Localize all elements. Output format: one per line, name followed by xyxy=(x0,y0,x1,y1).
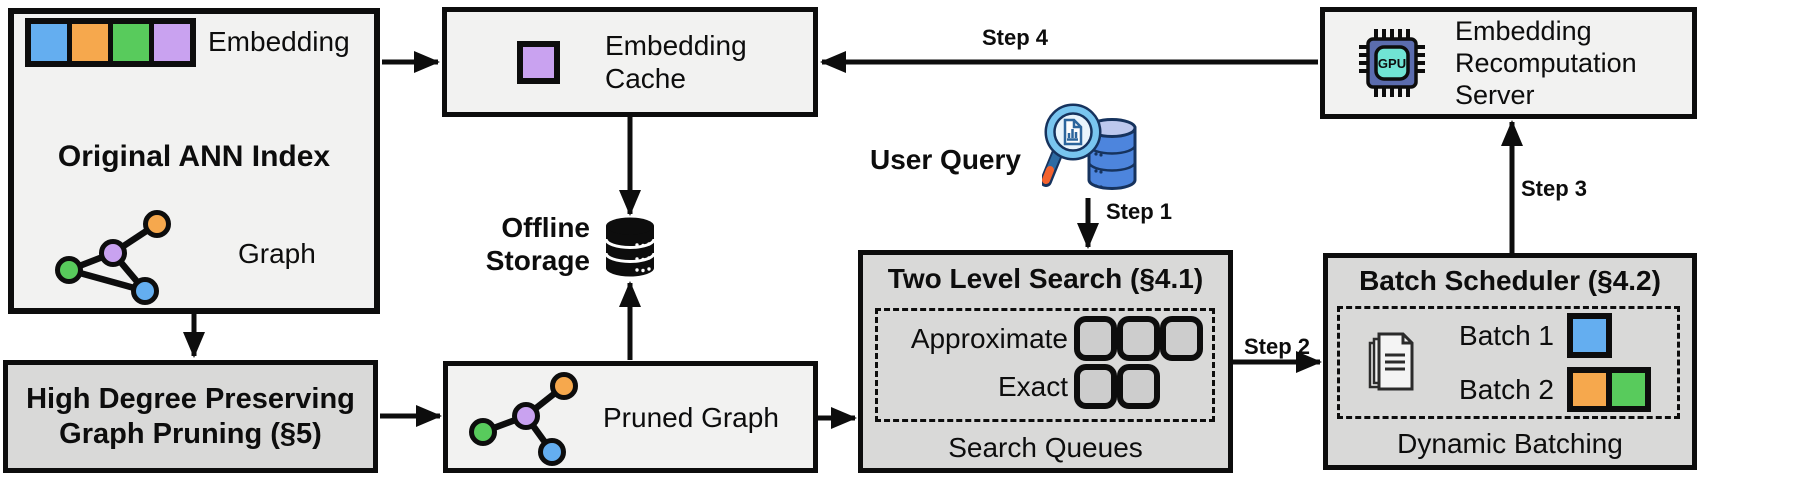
color-cell xyxy=(1606,367,1651,412)
graph-node-blue xyxy=(131,277,159,305)
batch1-squares xyxy=(1567,313,1612,358)
exact-queue-slots xyxy=(1074,364,1160,409)
batch2-squares xyxy=(1567,367,1651,412)
pruned-graph-box: Pruned Graph xyxy=(443,361,818,473)
graph-node-blue xyxy=(538,438,566,466)
graph-node-green xyxy=(469,418,497,446)
graph-node-purple xyxy=(99,239,127,267)
offline-storage-database-icon xyxy=(604,217,656,277)
graph-icon xyxy=(55,210,171,305)
color-cell xyxy=(113,24,149,61)
color-cell xyxy=(31,24,67,61)
queue-slot xyxy=(1074,364,1117,409)
search-queues-panel: Approximate Exact xyxy=(875,308,1215,422)
graph-node-green xyxy=(55,256,83,284)
batch2-row: Batch 2 xyxy=(1448,367,1651,412)
batch1-row: Batch 1 xyxy=(1448,313,1612,358)
dynamic-batching-panel: Batch 1 Batch 2 xyxy=(1337,306,1680,419)
queue-slot xyxy=(1117,364,1160,409)
graph-node-orange xyxy=(143,210,171,238)
original-ann-index-title: Original ANN Index xyxy=(57,140,331,173)
color-cell xyxy=(154,24,190,61)
cached-embedding-square xyxy=(517,40,560,84)
dynamic-batching-caption: Dynamic Batching xyxy=(1397,428,1623,459)
original-ann-index-box: Embedding Original ANN Index Graph xyxy=(8,8,380,314)
embedding-label: Embedding xyxy=(208,26,350,57)
gpu-chip-label: GPU xyxy=(1378,56,1406,71)
exact-row: Exact xyxy=(882,364,1212,409)
queue-slot xyxy=(1160,316,1203,361)
graph-node-purple xyxy=(512,402,540,430)
embedding-cache-box: Embedding Cache xyxy=(442,7,818,117)
gpu-chip-core xyxy=(1374,45,1410,81)
step3-label: Step 3 xyxy=(1521,176,1588,201)
two-level-search-box: Two Level Search (§4.1) Approximate Exac… xyxy=(858,250,1233,473)
approximate-label: Approximate xyxy=(910,322,1068,354)
recomputation-server-box: GPU Embedding Recomputation Server xyxy=(1320,7,1697,119)
batch2-label: Batch 2 xyxy=(1459,373,1554,405)
pruned-graph-label: Pruned Graph xyxy=(603,402,779,433)
step1-label: Step 1 xyxy=(1106,199,1173,224)
step2-label: Step 2 xyxy=(1243,334,1311,359)
embedding-strip xyxy=(25,18,196,67)
exact-label: Exact xyxy=(997,370,1068,402)
graph-label: Graph xyxy=(238,238,316,269)
queue-slot xyxy=(1074,316,1117,361)
approximate-row: Approximate xyxy=(882,316,1212,361)
color-cell xyxy=(1567,313,1612,358)
batch-scheduler-box: Batch Scheduler (§4.2) Batch 1 Batch 2 xyxy=(1323,253,1697,470)
approximate-queue-slots xyxy=(1074,316,1203,361)
documents-icon xyxy=(1368,332,1414,391)
graph-node-orange xyxy=(550,372,578,400)
batch1-label: Batch 1 xyxy=(1459,319,1554,351)
two-level-search-title: Two Level Search (§4.1) xyxy=(887,263,1204,294)
embedding-cache-label: Embedding Cache xyxy=(605,30,747,94)
offline-storage-label: Offline Storage xyxy=(485,212,590,276)
batch-scheduler-title: Batch Scheduler (§4.2) xyxy=(1359,265,1661,296)
user-query-label: User Query xyxy=(870,144,1021,175)
recomputation-server-label: Embedding Recomputation Server xyxy=(1455,16,1637,110)
search-queues-caption: Search Queues xyxy=(948,432,1143,463)
color-cell xyxy=(72,24,108,61)
graph-pruning-title: High Degree Preserving Graph Pruning (§5… xyxy=(26,382,355,450)
step4-label: Step 4 xyxy=(981,25,1049,50)
user-query-icon xyxy=(1042,103,1137,190)
pruned-graph-icon xyxy=(469,372,578,466)
gpu-chip-icon: GPU xyxy=(1359,29,1425,97)
queue-slot xyxy=(1117,316,1160,361)
graph-pruning-box: High Degree Preserving Graph Pruning (§5… xyxy=(3,360,378,473)
